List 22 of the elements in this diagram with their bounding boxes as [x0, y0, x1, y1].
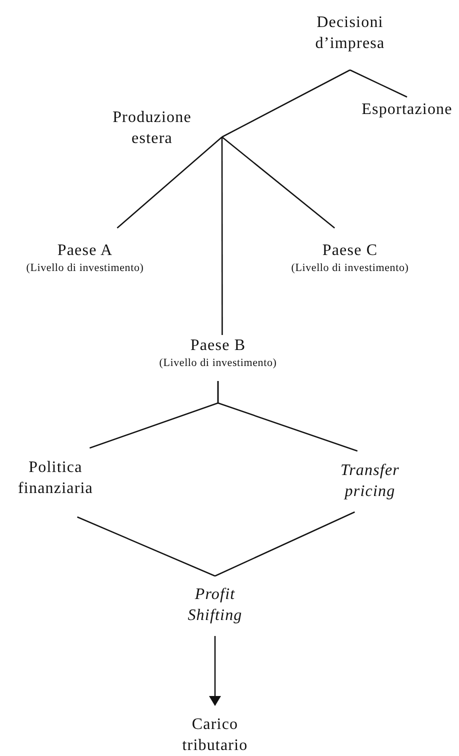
node-note: (Livello di investimento) — [290, 261, 410, 275]
node-label: Profit Shifting — [186, 585, 244, 626]
node-label: Paese B — [189, 336, 247, 356]
connector-line — [221, 137, 223, 335]
node-label: Paese C — [321, 241, 379, 261]
node-note: (Livello di investimento) — [25, 261, 145, 275]
arrow — [209, 636, 221, 706]
connector-line — [222, 136, 335, 228]
connector-line — [350, 69, 408, 98]
node-label: Esportazione — [360, 100, 454, 120]
connector-line — [222, 69, 350, 138]
node-label: Carico tributario — [181, 715, 249, 756]
node-note: (Livello di investimento) — [158, 356, 278, 370]
connector-line — [217, 381, 358, 452]
connector-line — [77, 516, 216, 577]
node-label: Decisioni d’impresa — [314, 13, 386, 54]
node-label: Politica finanziaria — [17, 458, 94, 499]
node-label: Paese A — [56, 241, 114, 261]
connector-line — [116, 136, 222, 228]
node-label: Produzione estera — [112, 108, 192, 149]
node-label: Transfer pricing — [339, 461, 401, 502]
connector-line — [214, 511, 355, 577]
